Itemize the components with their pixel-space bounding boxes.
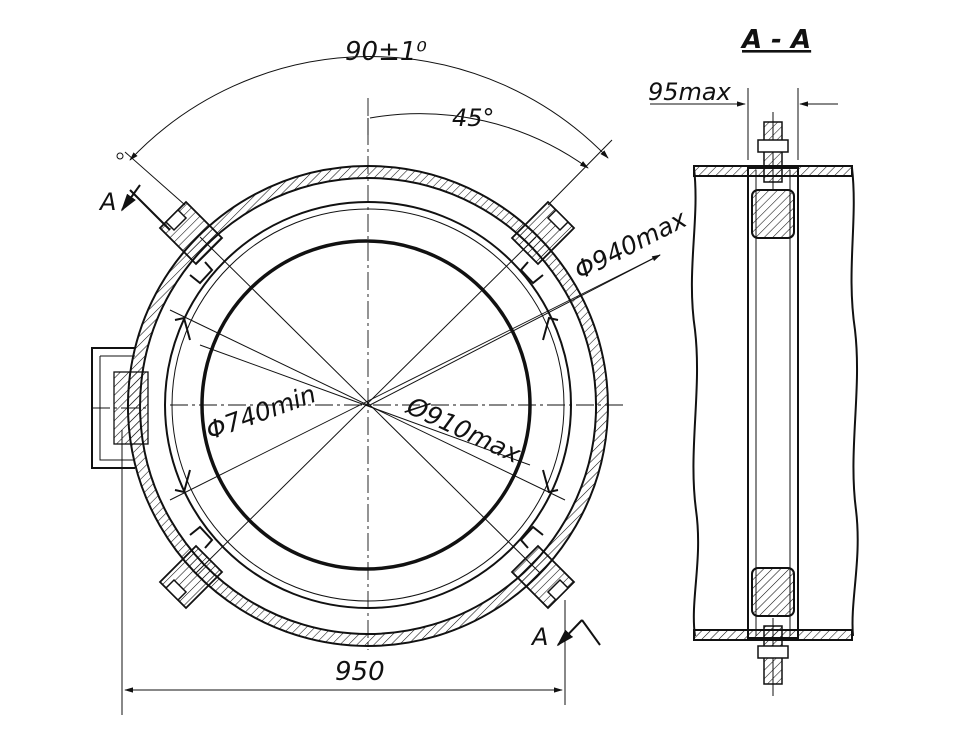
pipe-break-right xyxy=(850,167,859,637)
section-view: A - A 95max xyxy=(648,25,859,696)
section-mark-bottom-label: A xyxy=(530,623,548,651)
seal-block-bottom xyxy=(751,567,795,617)
dia-outer-label: Φ940max xyxy=(570,204,692,285)
section-mark-top-label: A xyxy=(98,188,116,216)
bolt-lug-bottom-right xyxy=(510,544,576,610)
overall-width-label: 950 xyxy=(335,657,385,687)
bolt-lug-top-left xyxy=(129,189,224,266)
width-max-label: 95max xyxy=(648,78,732,106)
dia-outer-leader xyxy=(369,254,661,406)
dia-inner-label: Φ740min xyxy=(202,379,320,445)
angle-dimensions xyxy=(116,56,613,206)
angle-total-label: 90±1⁰ xyxy=(345,37,427,67)
seal-block-top xyxy=(751,189,795,239)
pipe-break-left xyxy=(690,167,700,637)
bolt-lug-bottom-left xyxy=(158,544,224,610)
section-title: A - A xyxy=(740,25,811,55)
section-bolt-bottom xyxy=(757,618,789,696)
outer-shell xyxy=(126,165,609,647)
section-markers xyxy=(120,184,601,647)
angle-half-label: 45° xyxy=(452,104,495,132)
width-dimension xyxy=(121,430,566,715)
side-housing xyxy=(91,347,150,469)
front-view: 90±1⁰ 45° A A Φ940max Ø910max Φ740min 95… xyxy=(91,37,692,715)
section-bolt-top xyxy=(757,112,789,190)
bolt-lug-top-right xyxy=(510,200,576,266)
